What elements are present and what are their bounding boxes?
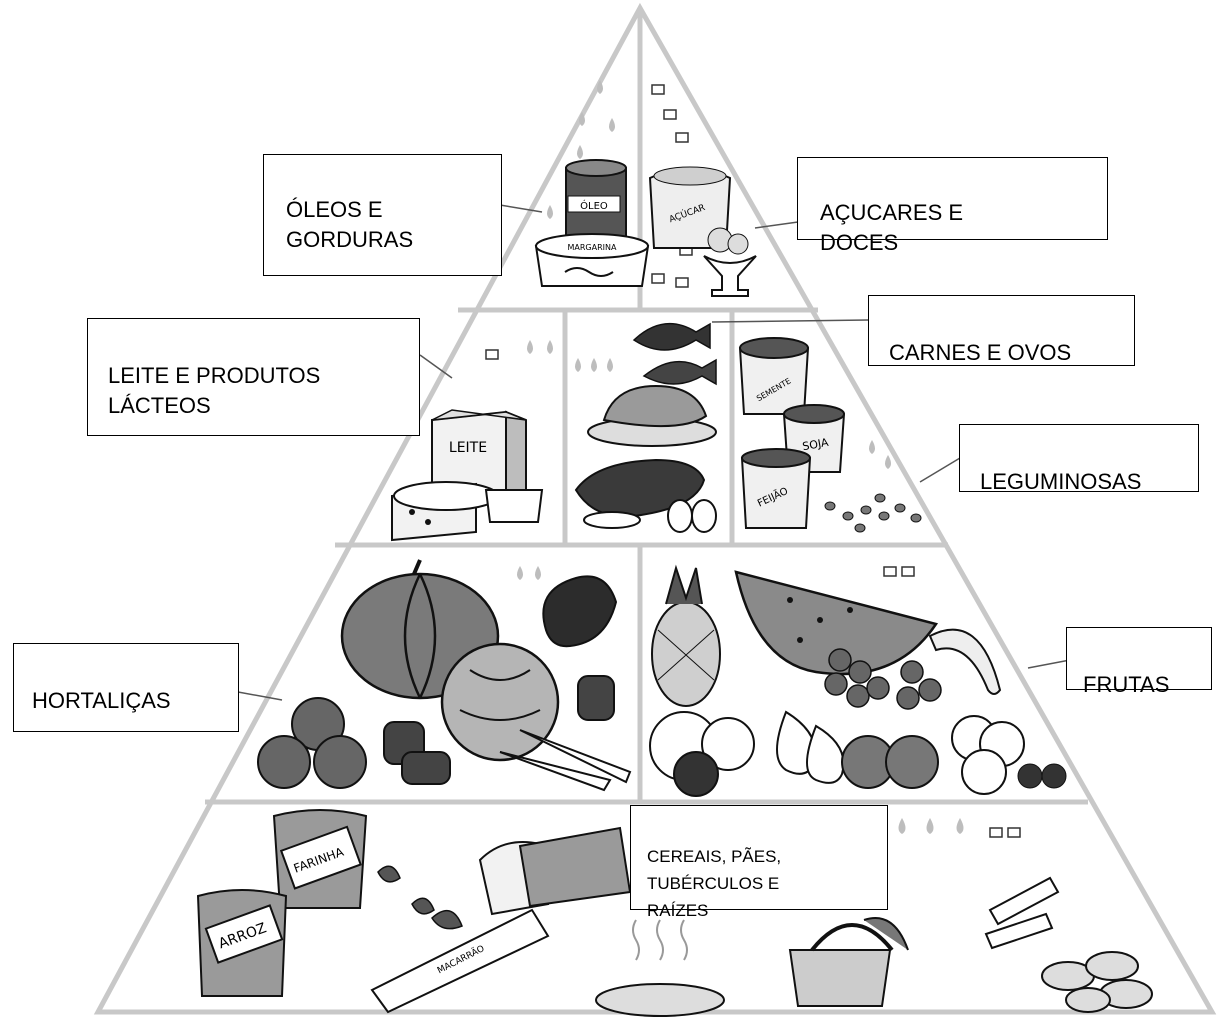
label-oleos-gorduras: ÓLEOS E GORDURAS: [263, 154, 502, 276]
label-oleos-text: ÓLEOS E GORDURAS: [286, 195, 501, 255]
label-acucares-text: AÇUCARES E DOCES: [820, 198, 1107, 258]
label-leguminosas: LEGUMINOSAS: [959, 424, 1199, 492]
legume-sacks: SEMENTE SOJA FEIJÃO: [740, 338, 844, 528]
pineapple: [652, 568, 720, 706]
label-leite-text: LEITE E PRODUTOS LÁCTEOS: [108, 361, 419, 421]
label-leite-lacteos: LEITE E PRODUTOS LÁCTEOS: [87, 318, 420, 436]
cheese-wheel: [392, 482, 498, 540]
loose-beans: [825, 494, 921, 532]
leader-carnes: [712, 320, 868, 322]
margarine-tub: MARGARINA: [536, 234, 648, 286]
label-carnes-ovos: CARNES E OVOS: [868, 295, 1135, 366]
cabbage: [442, 644, 558, 760]
margarine-label: MARGARINA: [568, 243, 618, 252]
leader-hortalicas: [238, 692, 282, 700]
label-acucares-doces: AÇUCARES E DOCES: [797, 157, 1108, 240]
flour-bag: FARINHA: [274, 810, 366, 908]
potatoes: [1042, 952, 1152, 1012]
sundae-dessert: [704, 228, 756, 296]
label-cereais: CEREAIS, PÃES, TUBÉRCULOS E RAÍZES: [630, 805, 888, 910]
fish-pair: [634, 324, 716, 384]
berries: [1018, 764, 1066, 788]
bread-loaf: [480, 828, 630, 914]
label-leguminosas-text: LEGUMINOSAS: [980, 467, 1198, 497]
label-hortalicas: HORTALIÇAS: [13, 643, 239, 732]
banana: [930, 630, 1000, 694]
pears: [777, 712, 844, 783]
leader-frutas: [1028, 660, 1070, 668]
leader-leguminosas: [920, 458, 960, 482]
eggplant: [543, 576, 616, 646]
roast-chicken: [588, 386, 716, 446]
label-frutas-text: FRUTAS: [1083, 670, 1211, 700]
yogurt-cup: [486, 490, 542, 522]
oil-label: ÓLEO: [580, 199, 608, 212]
apples: [842, 736, 938, 788]
peaches: [952, 716, 1024, 794]
label-frutas: FRUTAS: [1066, 627, 1212, 690]
tomatoes: [258, 698, 366, 788]
label-cereais-text: CEREAIS, PÃES, TUBÉRCULOS E RAÍZES: [647, 843, 887, 924]
plants: [378, 866, 462, 928]
cassava-roots: [986, 878, 1058, 948]
label-carnes-text: CARNES E OVOS: [889, 338, 1134, 368]
citrus: [650, 712, 754, 796]
oil-can: ÓLEO: [566, 160, 626, 244]
label-hortalicas-text: HORTALIÇAS: [32, 686, 238, 716]
rice-bag: ARROZ: [198, 890, 286, 996]
milk-label: LEITE: [449, 440, 487, 456]
